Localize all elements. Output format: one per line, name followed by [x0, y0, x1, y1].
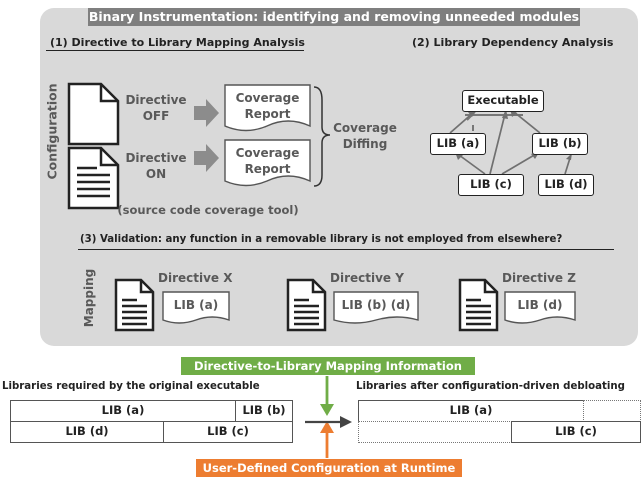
mapping-info-banner: Directive-to-Library Mapping Information — [181, 357, 475, 375]
directive-y-label: Directive Y — [330, 271, 404, 285]
coverage-tool-note: (source code coverage tool) — [117, 203, 299, 217]
lib-c-node: LIB (c) — [458, 174, 524, 196]
section1-title: (1) Directive to Library Mapping Analysi… — [50, 36, 305, 49]
directive-x-label: Directive X — [158, 271, 233, 285]
original-lib-a: LIB (a) — [10, 400, 236, 422]
debloated-removed-lib-d — [358, 421, 512, 443]
diffing-brace — [313, 86, 331, 187]
transform-arrow — [305, 416, 352, 428]
directive-z-label: Directive Z — [502, 271, 576, 285]
gray-arrows — [194, 99, 219, 172]
debloated-lib-c: LIB (c) — [511, 421, 641, 443]
section3-title: (3) Validation: any function in a remova… — [80, 234, 563, 245]
dependency-edges — [449, 111, 571, 175]
coverage-report-shapes — [224, 84, 311, 187]
directive-x-libs: LIB (a) — [173, 298, 219, 312]
original-lib-d: LIB (d) — [10, 421, 164, 443]
directive-z-doc-icon — [458, 278, 499, 332]
runtime-config-banner: User-Defined Configuration at Runtime — [196, 459, 462, 477]
debloated-lib-a: LIB (a) — [358, 400, 584, 422]
section1-underline — [46, 50, 304, 51]
original-lib-c: LIB (c) — [163, 421, 293, 443]
debloated-removed-lib-b — [583, 400, 641, 422]
orange-arrow — [320, 421, 334, 458]
panel-title: Binary Instrumentation: identifying and … — [88, 8, 580, 26]
mapping-lib-shapes — [162, 291, 576, 324]
document-on-icon — [67, 146, 120, 210]
executable-node: Executable — [462, 90, 544, 112]
debloated-libraries-title: Libraries after configuration-driven deb… — [356, 381, 625, 392]
section2-title: (2) Library Dependency Analysis — [412, 36, 614, 49]
dependency-arrows — [465, 113, 523, 131]
original-libraries-title: Libraries required by the original execu… — [2, 381, 260, 392]
directive-x-doc-icon — [114, 278, 155, 332]
original-lib-b: LIB (b) — [235, 400, 293, 422]
green-arrow — [320, 376, 334, 416]
directive-z-libs: LIB (d) — [517, 298, 563, 312]
directive-y-libs: LIB (b) (d) — [341, 298, 411, 312]
lib-a-node: LIB (a) — [430, 133, 486, 155]
lib-b-node: LIB (b) — [532, 133, 588, 155]
document-off-icon — [67, 82, 120, 146]
directive-y-doc-icon — [286, 278, 327, 332]
lib-d-node: LIB (d) — [538, 174, 594, 196]
section3-underline — [78, 249, 614, 250]
